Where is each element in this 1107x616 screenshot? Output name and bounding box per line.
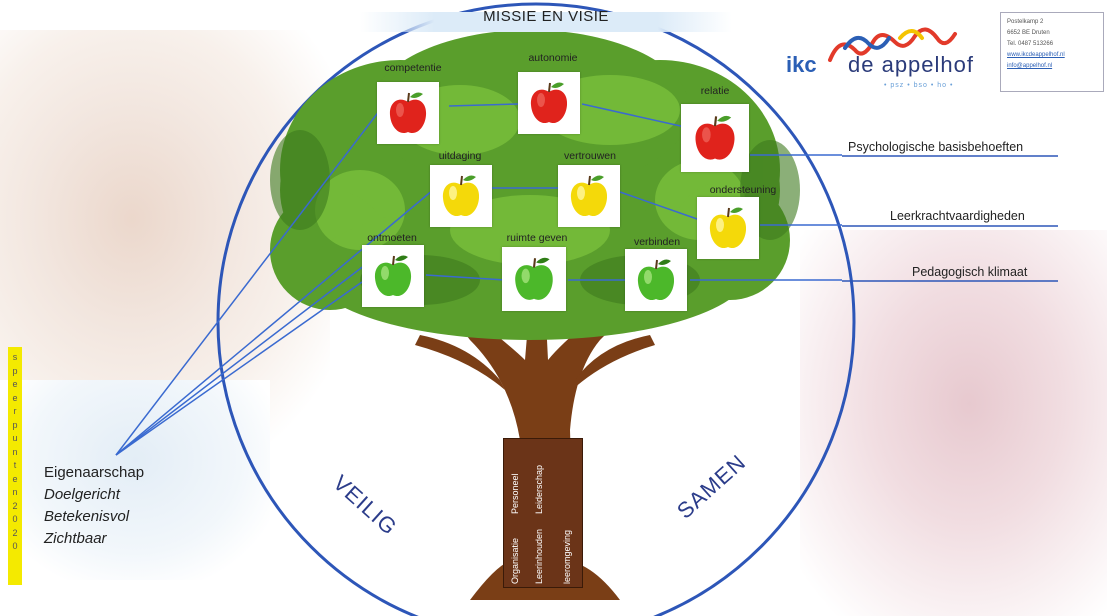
strip-letter: p xyxy=(12,419,18,430)
logo-swirl-blue xyxy=(843,36,891,50)
strip-letter: p xyxy=(12,365,18,376)
strip-letter: 2 xyxy=(12,527,18,538)
apple-label-uitdaging: uitdaging xyxy=(438,150,482,162)
red-apple-icon xyxy=(681,104,749,172)
contact-city: 6652 BE Druten xyxy=(1007,30,1050,36)
background-photo-shade xyxy=(0,380,270,580)
logo-tagline: • psz • bso • ho • xyxy=(884,82,954,89)
logo-name: de appelhof xyxy=(848,52,974,77)
strip-letter: n xyxy=(12,487,18,497)
strip-letter: s xyxy=(12,352,18,362)
logo-swirl-red xyxy=(828,27,957,62)
contact-address: Postelkamp 2 xyxy=(1007,19,1044,25)
contact-email[interactable]: info@appelhof.nl xyxy=(1007,63,1053,69)
strip-letter: e xyxy=(12,379,18,389)
trunk-organisatie: Organisatie xyxy=(510,537,520,584)
strip-letter: 0 xyxy=(12,514,18,524)
logo-ikc: ikc xyxy=(786,52,817,77)
value-zichtbaar: Zichtbaar xyxy=(44,530,107,547)
trunk-label-box: Organisatie Personeel Leiderschap Leerin… xyxy=(503,438,583,588)
apple-label-competentie: competentie xyxy=(384,62,442,74)
value-betekenisvol: Betekenisvol xyxy=(44,508,130,525)
apple-label-ontmoeten: ontmoeten xyxy=(367,232,417,244)
category-leerkrachtvaardigheden: Leerkrachtvaardigheden xyxy=(890,209,1025,223)
contact-phone: Tel. 0487 513266 xyxy=(1007,41,1054,47)
connector-lines xyxy=(115,103,842,456)
contact-box: Postelkamp 2 6652 BE Druten Tel. 0487 51… xyxy=(1000,12,1104,92)
strip-letter: t xyxy=(13,460,17,470)
values-list: Eigenaarschap Doelgericht Betekenisvol Z… xyxy=(44,462,144,550)
green-apple-icon xyxy=(502,247,566,311)
contact-website[interactable]: www.ikcdeappelhof.nl xyxy=(1007,52,1065,58)
strip-letter: r xyxy=(13,406,17,416)
yellow-apple-icon xyxy=(558,165,620,227)
apple-label-autonomie: autonomie xyxy=(528,52,578,64)
value-doelgericht: Doelgericht xyxy=(44,486,120,503)
strip-letter: e xyxy=(12,473,18,484)
yellow-apple-icon xyxy=(430,165,492,227)
trunk-leerinhouden: Leerinhouden xyxy=(534,528,544,584)
apple-label-verbinden: verbinden xyxy=(633,236,681,248)
logo-swirl-yellow xyxy=(898,29,924,40)
green-apple-icon xyxy=(362,245,424,307)
value-eigenaarschap: Eigenaarschap xyxy=(44,464,145,481)
strip-letter: 0 xyxy=(12,541,18,551)
trunk-leiderschap: Leiderschap xyxy=(534,464,544,514)
apple-label-ruimte-geven: ruimte geven xyxy=(506,232,568,244)
green-apple-icon xyxy=(625,249,687,311)
category-pedagogisch-klimaat: Pedagogisch klimaat xyxy=(912,265,1028,279)
yellow-apple-icon xyxy=(697,197,759,259)
apple-label-ondersteuning: ondersteuning xyxy=(709,184,777,196)
background-photo-girl xyxy=(800,230,1107,616)
category-psychologische-basisbehoeften: Psychologische basisbehoeften xyxy=(848,140,1024,154)
red-apple-icon xyxy=(377,82,439,144)
strip-letter: 2 xyxy=(12,500,18,511)
page-title: MISSIE EN VISIE xyxy=(483,8,609,25)
apple-label-vertrouwen: vertrouwen xyxy=(564,150,616,162)
apple-label-relatie: relatie xyxy=(700,85,730,97)
trunk-personeel: Personeel xyxy=(510,473,520,514)
trunk-leeromgeving: leeromgeving xyxy=(562,529,572,584)
strip-letter: e xyxy=(12,392,18,403)
strip-letter: u xyxy=(12,433,18,443)
speerpunten-strip: s p e e r p u n t e n 2 0 2 0 xyxy=(8,347,22,585)
title-banner xyxy=(360,12,732,32)
red-apple-icon xyxy=(518,72,580,134)
strip-letter: n xyxy=(12,446,18,457)
